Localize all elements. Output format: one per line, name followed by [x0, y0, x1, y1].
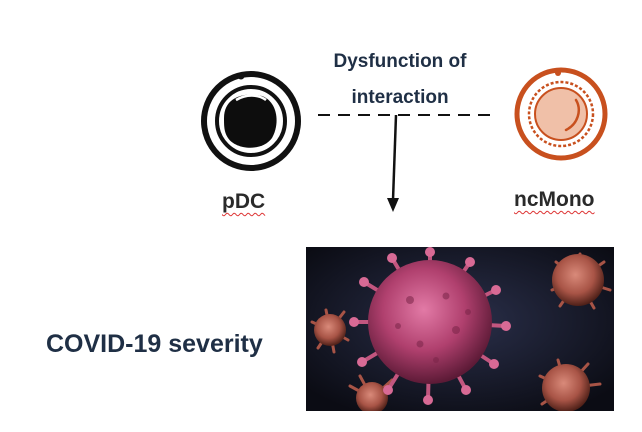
covid-severity-label: COVID-19 severity: [46, 330, 263, 358]
interaction-label-line1: Dysfunction of: [333, 51, 467, 72]
small-virus-bottom-left: [348, 374, 394, 411]
small-virus-left: [310, 308, 350, 354]
pdc-cell-icon: [201, 71, 301, 171]
ncmono-cell-icon: [514, 67, 608, 161]
ncmono-label: ncMono: [514, 188, 595, 211]
down-arrow-icon: [387, 114, 399, 212]
coronavirus-image: [306, 247, 614, 411]
main-virus: [349, 247, 511, 405]
pdc-label: pDC: [222, 190, 266, 213]
interaction-label-line2: interaction: [351, 87, 449, 108]
small-virus-bottom-right: [538, 358, 602, 411]
small-virus-top-right: [550, 252, 612, 310]
interaction-label: Dysfunction of interaction: [318, 44, 482, 116]
